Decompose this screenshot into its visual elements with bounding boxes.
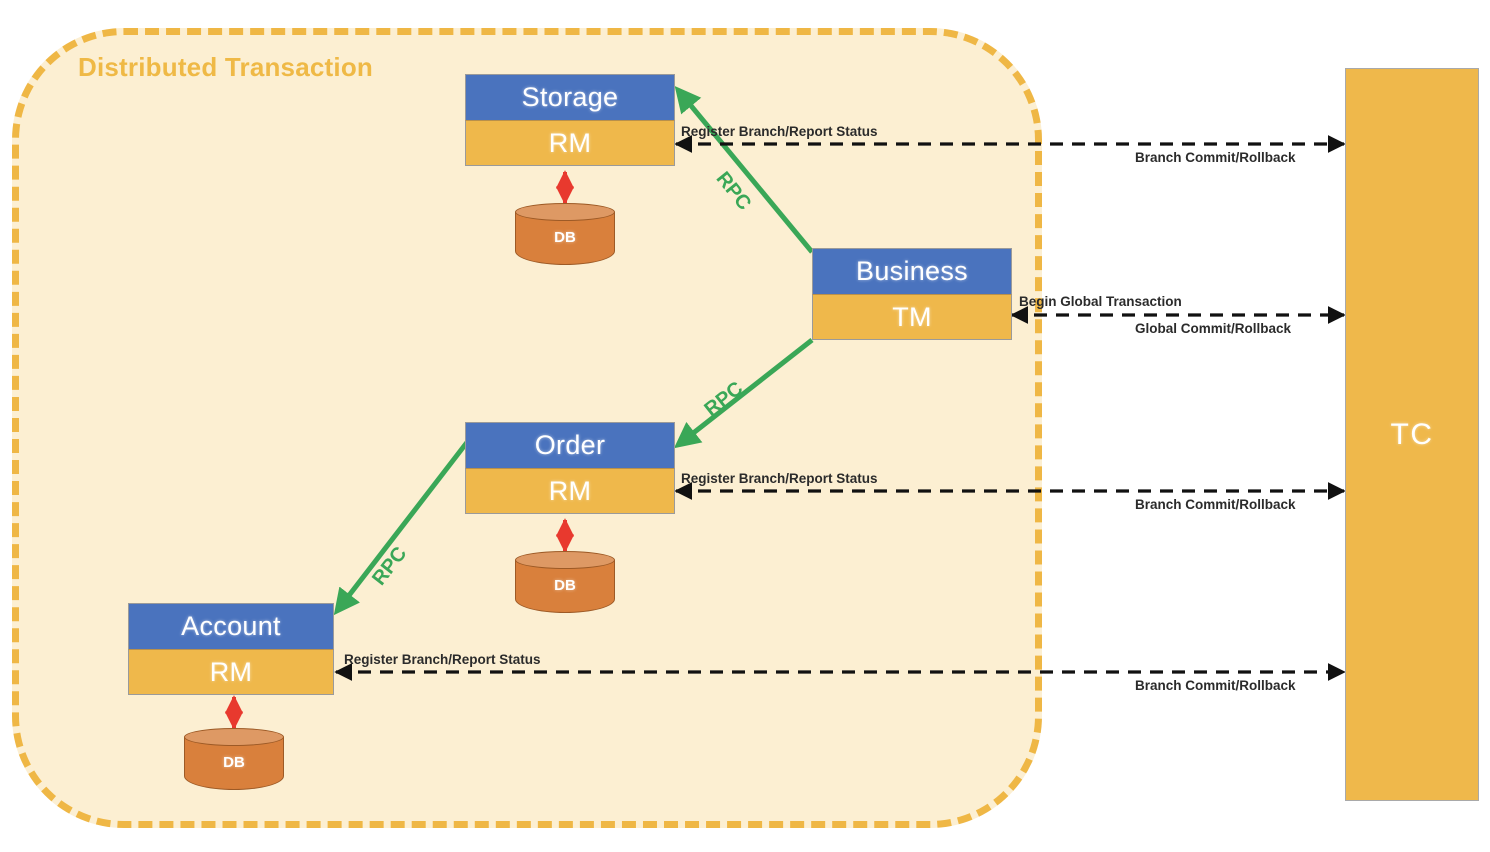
db-cylinder-top (515, 551, 615, 569)
service-name-business: Business (812, 248, 1012, 294)
distributed-transaction-title: Distributed Transaction (78, 52, 373, 82)
db-label-storage: DB (554, 229, 576, 246)
service-name-order: Order (465, 422, 675, 468)
database-storage: DB (515, 203, 615, 265)
service-node-business[interactable]: Business TM (812, 248, 1012, 340)
flow-label-storage-register: Register Branch/Report Status (681, 124, 878, 139)
service-node-order[interactable]: Order RM (465, 422, 675, 514)
flow-label-order-commit: Branch Commit/Rollback (1135, 497, 1296, 512)
flow-label-business-commit: Global Commit/Rollback (1135, 321, 1292, 336)
transaction-coordinator-label: TC (1390, 417, 1434, 451)
service-role-account: RM (128, 649, 334, 695)
service-node-storage[interactable]: Storage RM (465, 74, 675, 166)
db-label-order: DB (554, 577, 576, 594)
flow-label-account-register: Register Branch/Report Status (344, 652, 541, 667)
flow-label-storage-commit: Branch Commit/Rollback (1135, 150, 1296, 165)
flow-label-order-register: Register Branch/Report Status (681, 471, 878, 486)
service-name-account: Account (128, 603, 334, 649)
transaction-coordinator-box[interactable]: TC (1345, 68, 1479, 801)
service-role-storage: RM (465, 120, 675, 166)
db-cylinder-top (515, 203, 615, 221)
database-account: DB (184, 728, 284, 790)
service-name-storage: Storage (465, 74, 675, 120)
db-cylinder-top (184, 728, 284, 746)
flow-label-business-begin: Begin Global Transaction (1019, 294, 1182, 309)
database-order: DB (515, 551, 615, 613)
service-node-account[interactable]: Account RM (128, 603, 334, 695)
db-label-account: DB (223, 754, 245, 771)
flow-label-account-commit: Branch Commit/Rollback (1135, 678, 1296, 693)
service-role-business: TM (812, 294, 1012, 340)
service-role-order: RM (465, 468, 675, 514)
